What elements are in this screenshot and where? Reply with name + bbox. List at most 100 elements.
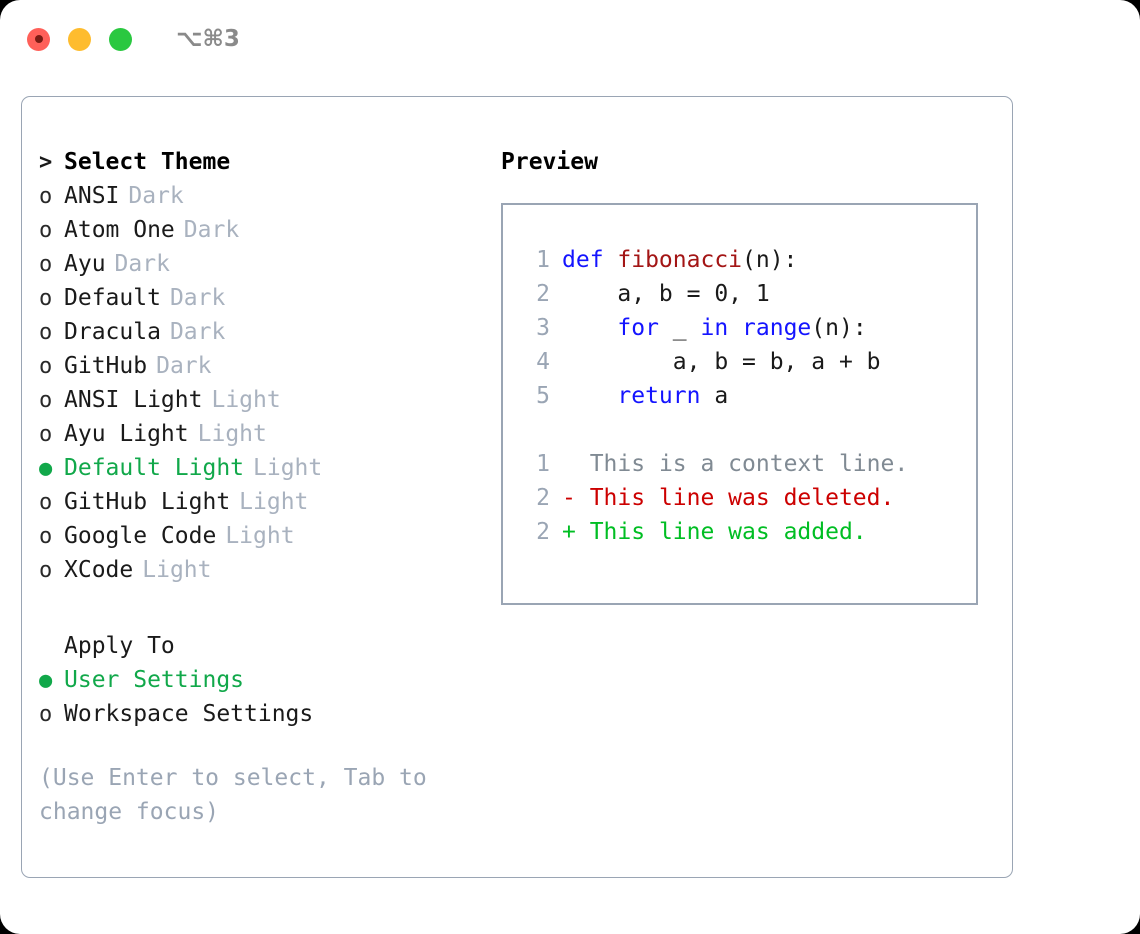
line-number: 3 — [536, 315, 550, 341]
code-line-text: return a — [562, 383, 728, 409]
code-line-text: a, b = 0, 1 — [562, 281, 770, 307]
theme-item-tag: Dark — [128, 183, 184, 209]
code-token-plain: a, b = b, a + b — [562, 349, 881, 375]
minimize-window-button[interactable] — [68, 27, 91, 51]
theme-list-column: > Select Theme o ANSI Dark o Atom One Da… — [39, 149, 499, 735]
code-token-plain: (n): — [811, 315, 867, 341]
theme-item-google-code[interactable]: o Google Code Light — [39, 523, 499, 557]
theme-item-label: XCode — [64, 557, 134, 583]
apply-to-header-marker-spacer: o — [39, 634, 64, 659]
radio-unselected-icon[interactable]: o — [39, 490, 53, 515]
theme-item-tag: Light — [197, 421, 267, 447]
line-number: 2 — [536, 281, 550, 307]
diff-line-context: 1 This is a context line. — [522, 451, 968, 485]
code-line: 5 return a — [522, 383, 968, 417]
code-token-plain: (n): — [742, 247, 798, 273]
maximize-window-button[interactable] — [109, 27, 132, 51]
prompt-caret-icon: > — [39, 150, 53, 175]
close-window-button[interactable] — [27, 27, 50, 51]
code-line-text: for _ in range(n): — [562, 315, 867, 341]
diff-line-added: 2 + This line was added. — [522, 519, 968, 553]
list-spacer — [39, 591, 499, 633]
code-line-text: def fibonacci(n): — [562, 247, 797, 273]
theme-item-tag: Dark — [156, 353, 212, 379]
apply-to-option-user-settings[interactable]: ● User Settings — [39, 667, 499, 701]
theme-item-label: Ayu — [64, 251, 106, 277]
apply-to-option-workspace-settings[interactable]: o Workspace Settings — [39, 701, 499, 735]
apply-to-option-label: User Settings — [64, 667, 245, 693]
code-token-keyword: return — [617, 383, 701, 409]
line-number: 2 — [536, 519, 550, 545]
theme-item-tag: Dark — [169, 285, 226, 311]
preview-column: Preview — [501, 149, 1001, 183]
select-theme-header: > Select Theme — [39, 149, 499, 183]
theme-item-tag: Dark — [169, 319, 226, 345]
radio-unselected-icon[interactable]: o — [39, 286, 53, 311]
line-number: 1 — [536, 247, 550, 273]
theme-item-ayu-dark[interactable]: o Ayu Dark — [39, 251, 499, 285]
diff-line-text: This line was deleted. — [575, 485, 895, 511]
code-line: 4 a, b = b, a + b — [522, 349, 968, 383]
keyboard-hint-line-2: change focus) — [39, 799, 220, 825]
theme-item-github-light[interactable]: o GitHub Light Light — [39, 489, 499, 523]
theme-item-dracula-dark[interactable]: o Dracula Dark — [39, 319, 499, 353]
apply-to-header: o Apply To — [39, 633, 499, 667]
keyboard-hint: (Use Enter to select, Tab to change focu… — [39, 761, 439, 829]
theme-item-ansi-dark[interactable]: o ANSI Dark — [39, 183, 499, 217]
theme-item-tag: Light — [253, 455, 323, 481]
radio-unselected-icon[interactable]: o — [39, 702, 53, 727]
theme-item-github-dark[interactable]: o GitHub Dark — [39, 353, 499, 387]
radio-unselected-icon[interactable]: o — [39, 558, 53, 583]
traffic-light-buttons — [27, 27, 132, 51]
radio-unselected-icon[interactable]: o — [39, 388, 53, 413]
theme-item-label: Google Code — [64, 523, 217, 549]
diff-line-sign: + — [562, 519, 576, 545]
radio-unselected-icon[interactable]: o — [39, 320, 53, 345]
theme-item-tag: Light — [239, 489, 309, 515]
radio-unselected-icon[interactable]: o — [39, 218, 53, 243]
theme-item-tag: Light — [142, 557, 212, 583]
radio-selected-icon[interactable]: ● — [39, 456, 53, 481]
theme-item-xcode[interactable]: o XCode Light — [39, 557, 499, 591]
theme-item-default-dark[interactable]: o Default Dark — [39, 285, 499, 319]
theme-selector-dialog: > Select Theme o ANSI Dark o Atom One Da… — [21, 96, 1013, 878]
theme-item-label: Ayu Light — [64, 421, 189, 447]
code-blank-line — [522, 417, 968, 451]
code-token-keyword: for — [617, 315, 659, 341]
code-token-plain — [562, 383, 617, 409]
theme-item-label: Default Light — [64, 455, 245, 481]
select-theme-header-label: Select Theme — [64, 149, 231, 175]
code-token-plain: a, b = 0, 1 — [562, 281, 770, 307]
theme-item-ayu-light[interactable]: o Ayu Light Light — [39, 421, 499, 455]
code-token-function: fibonacci — [617, 247, 743, 273]
radio-unselected-icon[interactable]: o — [39, 524, 53, 549]
radio-selected-icon[interactable]: ● — [39, 668, 53, 693]
diff-line-sign — [562, 451, 576, 477]
line-number: 1 — [536, 451, 550, 477]
theme-item-ansi-light[interactable]: o ANSI Light Light — [39, 387, 499, 421]
code-sample: 1 def fibonacci(n): 2 a, b = 0, 1 3 for … — [522, 247, 968, 553]
radio-unselected-icon[interactable]: o — [39, 252, 53, 277]
code-token-plain: _ — [658, 315, 701, 341]
diff-line-text: This line was added. — [575, 519, 867, 545]
preview-title: Preview — [501, 149, 598, 175]
code-token-keyword: def — [562, 247, 618, 273]
theme-item-label: GitHub — [64, 353, 148, 379]
theme-item-tag: Dark — [114, 251, 170, 277]
title-bar: ⌥⌘3 — [0, 0, 1140, 78]
theme-item-atom-one-dark[interactable]: o Atom One Dark — [39, 217, 499, 251]
code-token-plain: a — [700, 383, 729, 409]
code-token-plain — [562, 315, 617, 341]
theme-item-label: Atom One — [64, 217, 175, 243]
theme-item-label: ANSI — [64, 183, 120, 209]
diff-line-sign: - — [562, 485, 576, 511]
keyboard-hint-line-1: (Use Enter to select, Tab to — [39, 765, 427, 791]
radio-unselected-icon[interactable]: o — [39, 354, 53, 379]
radio-unselected-icon[interactable]: o — [39, 184, 53, 209]
code-line: 1 def fibonacci(n): — [522, 247, 968, 281]
theme-item-default-light[interactable]: ● Default Light Light — [39, 455, 499, 489]
radio-unselected-icon[interactable]: o — [39, 422, 53, 447]
diff-line-deleted: 2 - This line was deleted. — [522, 485, 968, 519]
theme-item-tag: Light — [211, 387, 281, 413]
